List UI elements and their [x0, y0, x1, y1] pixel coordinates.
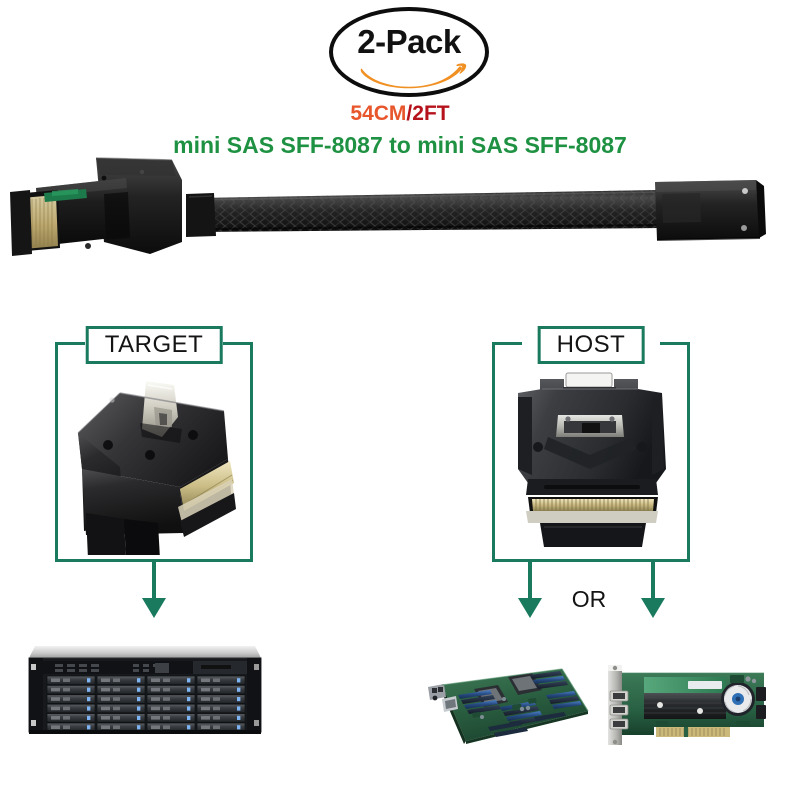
rackmount-storage-server-graphic [28, 646, 262, 734]
host-or-label: OR [571, 586, 607, 612]
cable-assembly-graphic [10, 157, 766, 256]
cable-length-imperial: 2FT [412, 102, 450, 125]
raid-hba-pcie-card-photo [596, 655, 774, 750]
raid-hba-pcie-card-graphic [608, 665, 766, 745]
target-connector-graphic [77, 381, 236, 555]
server-motherboard-graphic [428, 668, 589, 744]
server-motherboard-photo [412, 655, 592, 750]
host-connector-graphic [518, 372, 666, 547]
target-label: TARGET [85, 326, 223, 365]
amazon-smile-icon [360, 63, 467, 89]
cable-length-line: 54CM/2FT [0, 103, 800, 124]
two-pack-badge-label: 2-Pack [357, 23, 461, 60]
host-arrow-right-icon [641, 562, 665, 620]
cable-length-metric: 54CM [350, 102, 407, 125]
rackmount-storage-server-photo [25, 640, 265, 740]
cable-length-separator: / [406, 102, 413, 125]
host-connector-photo [506, 363, 681, 555]
target-arrow-icon [142, 562, 166, 620]
host-frame: HOST [492, 326, 690, 562]
cable-assembly-photo [0, 150, 800, 280]
cable-spec-line: mini SAS SFF-8087 to mini SAS SFF-8087 [173, 132, 627, 158]
two-pack-badge: 2-Pack [329, 7, 489, 97]
target-connector-photo [62, 363, 248, 555]
host-arrow-left-icon [518, 562, 542, 620]
target-frame: TARGET [55, 326, 253, 562]
host-label: HOST [537, 326, 645, 365]
